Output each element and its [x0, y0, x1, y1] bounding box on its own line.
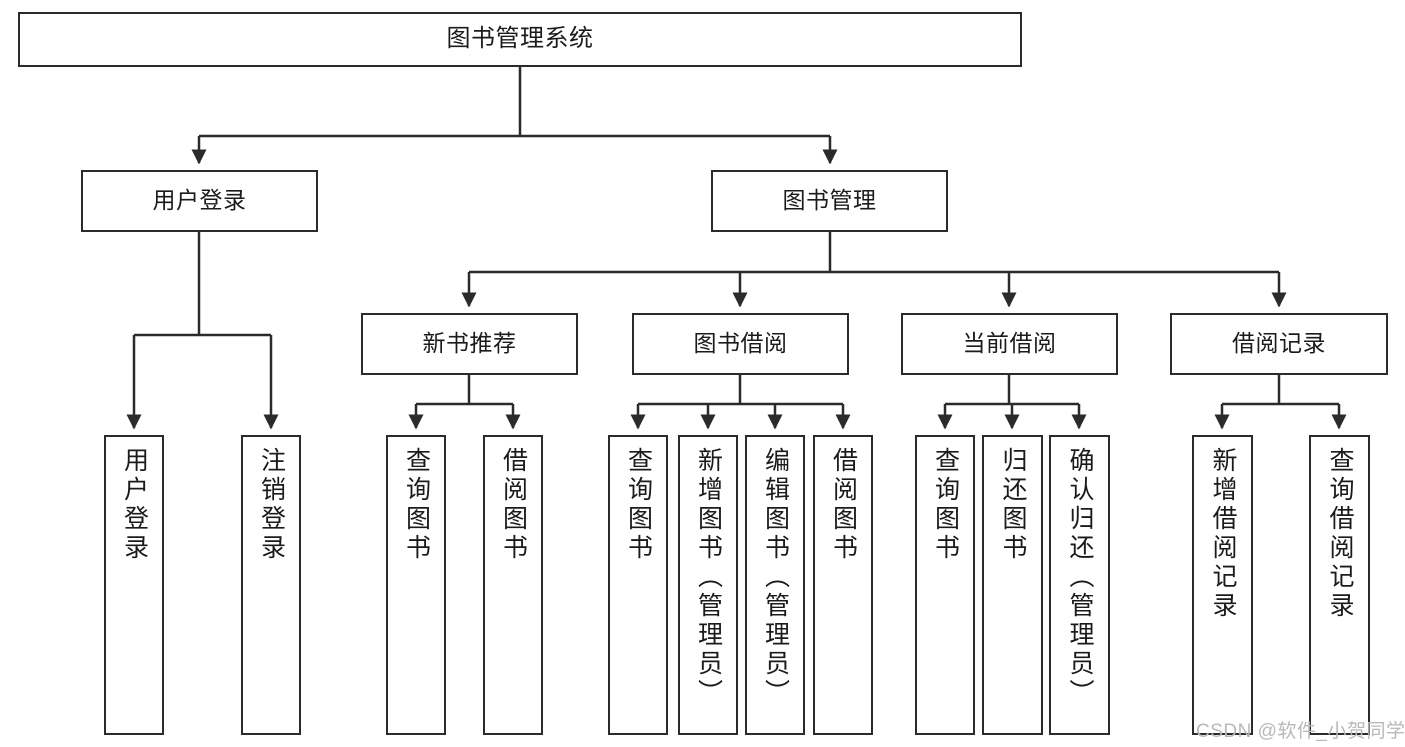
leaf-query-book-borrow[interactable]: 查询图书 — [608, 435, 668, 735]
watermark: CSDN @软件_小贺同学 — [1196, 721, 1405, 742]
leaf-confirm-return-admin[interactable]: 确认归还（管理员） — [1049, 435, 1110, 735]
node-book-borrow[interactable]: 图书借阅 — [632, 313, 849, 375]
node-new-book-recommend[interactable]: 新书推荐 — [361, 313, 578, 375]
leaf-user-logout[interactable]: 注销登录 — [241, 435, 301, 735]
node-root[interactable]: 图书管理系统 — [18, 12, 1022, 67]
leaf-borrow-book[interactable]: 借阅图书 — [813, 435, 873, 735]
leaf-query-book-recommend[interactable]: 查询图书 — [386, 435, 446, 735]
leaf-add-borrow-record[interactable]: 新增借阅记录 — [1192, 435, 1253, 735]
leaf-add-book-admin[interactable]: 新增图书（管理员） — [678, 435, 738, 735]
node-user-login-label: 用户登录 — [152, 187, 247, 214]
leaf-user-logout-label: 注销登录 — [257, 447, 286, 563]
leaf-return-book-label: 归还图书 — [999, 447, 1027, 563]
leaf-user-login-label: 用户登录 — [120, 447, 149, 563]
node-new-book-recommend-label: 新书推荐 — [422, 330, 517, 357]
leaf-edit-book-admin-label: 编辑图书（管理员） — [761, 447, 790, 708]
leaf-borrow-book-label: 借阅图书 — [829, 447, 858, 563]
leaf-query-book-borrow-label: 查询图书 — [624, 447, 653, 563]
node-borrow-records-label: 借阅记录 — [1232, 330, 1326, 357]
node-current-borrow-label: 当前借阅 — [962, 330, 1057, 357]
node-book-management[interactable]: 图书管理 — [711, 170, 948, 232]
leaf-query-borrow-record[interactable]: 查询借阅记录 — [1309, 435, 1370, 735]
leaf-query-book-recommend-label: 查询图书 — [402, 447, 431, 563]
leaf-borrow-book-recommend-label: 借阅图书 — [499, 447, 528, 563]
node-book-borrow-label: 图书借阅 — [693, 330, 788, 357]
leaf-add-borrow-record-label: 新增借阅记录 — [1209, 447, 1237, 621]
node-borrow-records[interactable]: 借阅记录 — [1170, 313, 1388, 375]
leaf-edit-book-admin[interactable]: 编辑图书（管理员） — [745, 435, 805, 735]
leaf-confirm-return-admin-label: 确认归还（管理员） — [1066, 447, 1094, 708]
leaf-return-book[interactable]: 归还图书 — [982, 435, 1043, 735]
node-book-management-label: 图书管理 — [782, 187, 877, 214]
leaf-user-login[interactable]: 用户登录 — [104, 435, 164, 735]
node-root-label: 图书管理系统 — [446, 25, 594, 53]
leaf-add-book-admin-label: 新增图书（管理员） — [694, 447, 723, 708]
node-user-login[interactable]: 用户登录 — [81, 170, 318, 232]
leaf-borrow-book-recommend[interactable]: 借阅图书 — [483, 435, 543, 735]
node-current-borrow[interactable]: 当前借阅 — [901, 313, 1118, 375]
leaf-query-book-current[interactable]: 查询图书 — [915, 435, 975, 735]
leaf-query-borrow-record-label: 查询借阅记录 — [1326, 447, 1354, 621]
leaf-query-book-current-label: 查询图书 — [931, 447, 960, 563]
